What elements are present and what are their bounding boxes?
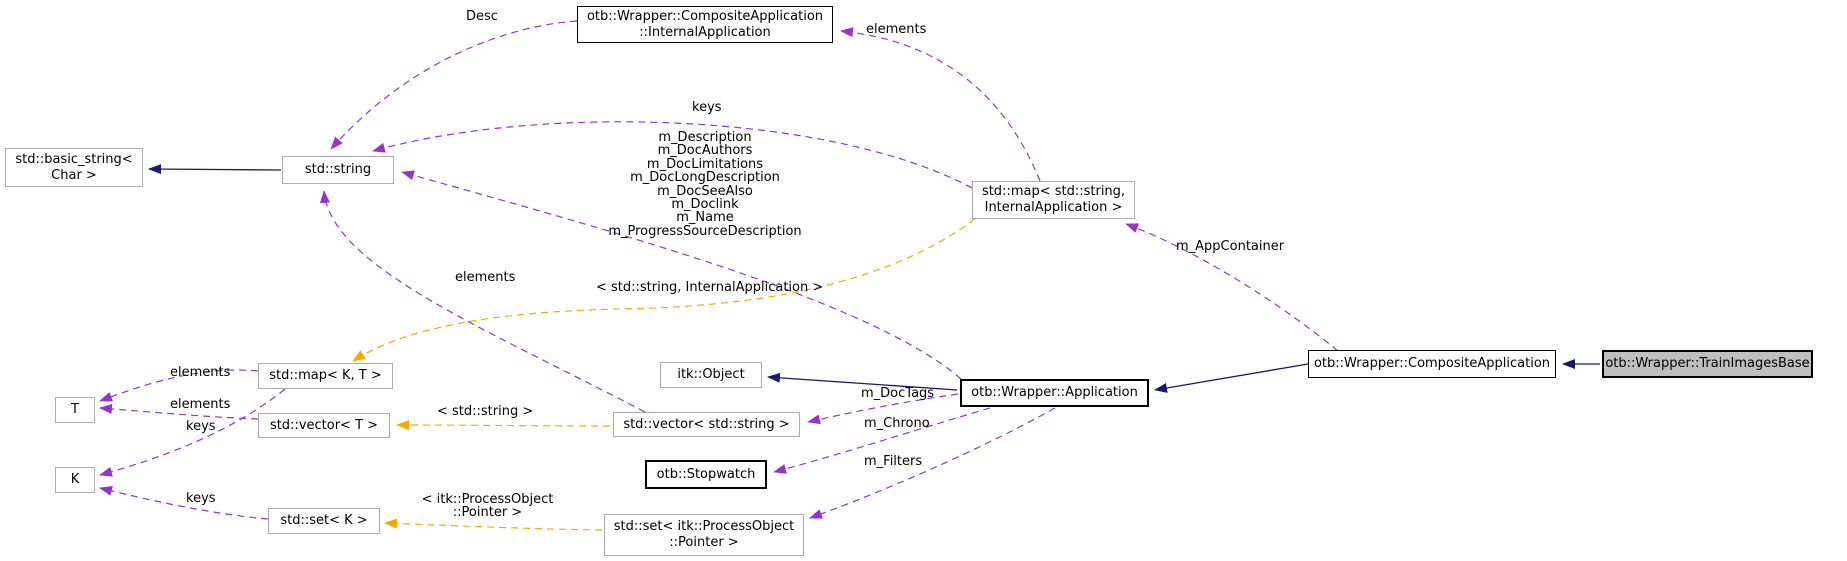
edge-keys-map-kt [99, 388, 286, 477]
edge-inherit-string [148, 164, 282, 175]
edge-label-tmpl-vector: < std::string > [437, 404, 534, 419]
edge-label-m-appcontainer: m_AppContainer [1176, 239, 1285, 254]
edge-elements-vector-string [320, 190, 646, 413]
edge-m-chrono [773, 407, 991, 474]
node-label: ::InternalApplication [639, 24, 771, 40]
edge-label-elements-top: elements [866, 22, 927, 37]
node-label: std::vector< std::string > [623, 416, 790, 432]
edge-elements-map-kt [99, 369, 259, 402]
edge-keys-set-k [99, 486, 269, 520]
node-k-param: K [55, 467, 95, 493]
edge-elements-vector-t [99, 403, 259, 420]
edge-label-tmpl-set: < itk::ProcessObject ::Pointer > [421, 492, 554, 521]
node-label: std::set< K > [280, 513, 368, 528]
edge-label-tmpl-map: < std::string, InternalApplication > [596, 280, 824, 295]
edge-label-app-string-members: m_Description m_DocAuthors m_DocLimitati… [608, 130, 802, 239]
node-map-kt: std::map< K, T > [258, 363, 393, 389]
edge-label-elements-vector-t: elements [170, 397, 231, 412]
node-label: otb::Wrapper::CompositeApplication [586, 8, 824, 24]
node-set-processobject-pointer: std::set< itk::ProcessObject ::Pointer > [604, 514, 804, 556]
node-label: ::Pointer > [669, 535, 739, 550]
edge-tmpl-set [384, 518, 603, 531]
edge-inherit-application [767, 372, 958, 391]
edge-label-m-filters: m_Filters [864, 454, 923, 469]
edge-m-appcontainer [1125, 223, 1339, 352]
edge-label-elements-mid: elements [455, 270, 516, 285]
node-std-string: std::string [282, 156, 394, 184]
edge-keys-map-string [372, 121, 973, 189]
node-label: std::vector< T > [269, 417, 379, 433]
edge-label-keys-top: keys [692, 100, 722, 115]
node-application[interactable]: otb::Wrapper::Application [960, 379, 1149, 407]
edge-label-desc: Desc [466, 9, 498, 24]
node-label: std::map< std::string, [981, 184, 1126, 199]
edge-m-filters [809, 407, 1056, 519]
node-label: otb::Stopwatch [656, 466, 756, 482]
edge-app-string-members [401, 170, 962, 380]
node-basic-string: std::basic_string< Char > [5, 148, 143, 187]
node-label: K [70, 472, 80, 487]
node-label: otb::Wrapper::CompositeApplication [1313, 356, 1551, 371]
node-label: std::map< K, T > [269, 368, 382, 383]
node-label: std::basic_string< [15, 151, 133, 167]
node-label: otb::Wrapper::TrainImagesBase [1605, 356, 1810, 371]
edge-label-m-chrono: m_Chrono [864, 416, 930, 431]
node-label: InternalApplication > [984, 200, 1123, 215]
edge-inherit-composite [1154, 363, 1309, 393]
edge-m-doctags [807, 393, 959, 425]
node-stopwatch[interactable]: otb::Stopwatch [645, 460, 767, 489]
node-label: T [71, 402, 79, 417]
edge-elements-map-internal [840, 27, 1041, 182]
node-label: std::set< itk::ProcessObject [613, 519, 795, 534]
node-vector-string: std::vector< std::string > [613, 412, 800, 437]
node-vector-t: std::vector< T > [258, 413, 390, 438]
node-itk-object: itk::Object [660, 362, 762, 388]
edge-label-keys-set-k: keys [186, 491, 216, 506]
node-set-k: std::set< K > [268, 508, 380, 534]
edge-tmpl-map [352, 218, 976, 362]
node-composite-application[interactable]: otb::Wrapper::CompositeApplication [1308, 350, 1556, 378]
node-label: std::string [304, 162, 372, 177]
node-internal-application[interactable]: otb::Wrapper::CompositeApplication ::Int… [577, 6, 833, 43]
edge-label-m-doctags: m_DocTags [861, 386, 935, 401]
edge-tmpl-vector [396, 420, 611, 431]
node-map-string-internalapplication: std::map< std::string, InternalApplicati… [972, 181, 1135, 219]
node-label: otb::Wrapper::Application [971, 385, 1138, 400]
edge-label-elements-map-kt: elements [170, 365, 231, 380]
node-train-images-base: otb::Wrapper::TrainImagesBase [1602, 350, 1813, 378]
node-label: Char > [51, 167, 97, 183]
edge-desc [330, 20, 578, 150]
edge-label-keys-map-kt: keys [186, 419, 216, 434]
node-t-param: T [55, 397, 95, 423]
node-label: itk::Object [677, 367, 745, 382]
